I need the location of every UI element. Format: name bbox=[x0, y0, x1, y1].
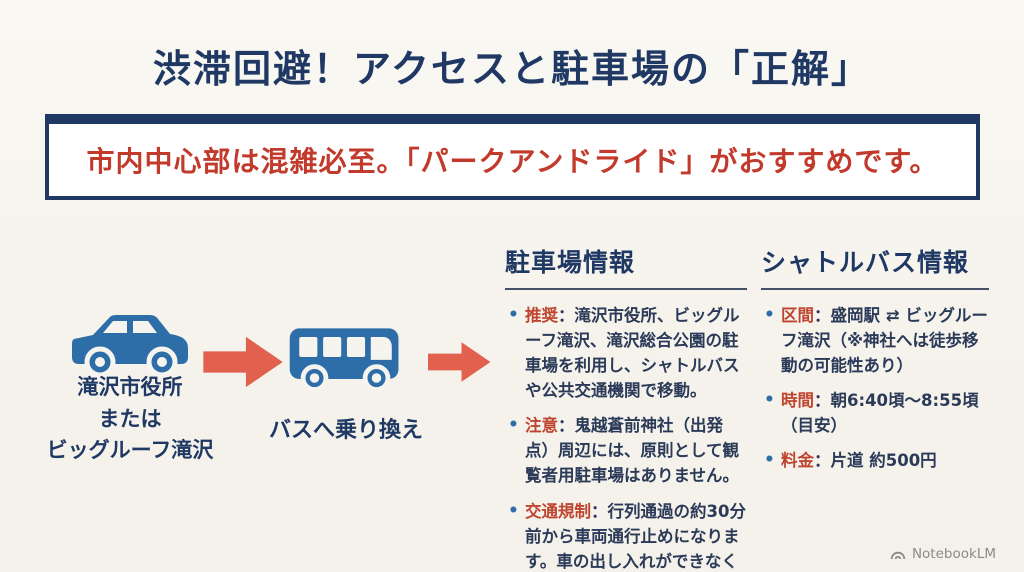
parking-info-list: 推奨：滝沢市役所、ビッグルーフ滝沢、滝沢総合公園の駐車場を利用し、シャトルバスや… bbox=[505, 303, 747, 572]
shuttle-info-section: シャトルバス情報 区間：盛岡駅 ⇄ ビッグルーフ滝沢（※神社へは徒歩移動の可能性… bbox=[761, 243, 989, 483]
park-location-line: または bbox=[98, 406, 162, 431]
notebooklm-label: NotebookLM bbox=[911, 546, 996, 562]
item-text: ：行列通過の約30分前から車両通行止めになります。車の出し入れができなくなるので… bbox=[525, 501, 746, 571]
park-location-line: ビッグルーフ滝沢 bbox=[46, 438, 214, 462]
item-term: 推奨 bbox=[525, 306, 558, 325]
bus-icon bbox=[284, 320, 408, 396]
notebooklm-watermark: NotebookLM bbox=[889, 546, 996, 562]
list-item: 区間：盛岡駅 ⇄ ビッグルーフ滝沢（※神社へは徒歩移動の可能性あり） bbox=[761, 303, 989, 378]
item-term: 交通規制 bbox=[525, 501, 591, 521]
item-text: ：片道 約500円 bbox=[814, 451, 937, 471]
item-term: 区間 bbox=[781, 306, 814, 325]
item-text: ：鬼越蒼前神社（出発点）周辺には、原則として観覧者用駐車場はありません。 bbox=[525, 416, 740, 486]
item-text: ：滝沢市役所、ビッグルーフ滝沢、滝沢総合公園の駐車場を利用し、シャトルバスや公共… bbox=[525, 306, 740, 401]
shuttle-info-list: 区間：盛岡駅 ⇄ ビッグルーフ滝沢（※神社へは徒歩移動の可能性あり） 時間：朝6… bbox=[761, 303, 989, 474]
list-item: 交通規制：行列通過の約30分前から車両通行止めになります。車の出し入れができなく… bbox=[505, 499, 747, 572]
recommendation-banner: 市内中心部は混雑必至。「パークアンドライド」がおすすめです。 bbox=[45, 114, 980, 200]
item-term: 料金 bbox=[781, 451, 814, 471]
arrow-right-icon bbox=[202, 332, 286, 392]
item-term: 注意 bbox=[525, 416, 558, 436]
page-title: 渋滞回避！アクセスと駐車場の「正解」 bbox=[152, 47, 872, 91]
arrow-right-icon bbox=[428, 336, 492, 388]
bus-transfer-label: バスへ乗り換え bbox=[268, 418, 423, 443]
list-item: 注意：鬼越蒼前神社（出発点）周辺には、原則として観覧者用駐車場はありません。 bbox=[505, 413, 747, 488]
parking-info-heading: 駐車場情報 bbox=[505, 243, 747, 290]
banner-text: 市内中心部は混雑必至。「パークアンドライド」がおすすめです。 bbox=[86, 145, 939, 178]
item-term: 時間 bbox=[781, 391, 814, 411]
list-item: 時間：朝6:40頃〜8:55頃（目安） bbox=[761, 388, 989, 438]
list-item: 推奨：滝沢市役所、ビッグルーフ滝沢、滝沢総合公園の駐車場を利用し、シャトルバスや… bbox=[505, 303, 747, 403]
item-text: ：朝6:40頃〜8:55頃（目安） bbox=[781, 391, 979, 436]
notebooklm-logo-icon bbox=[890, 551, 906, 559]
parking-info-section: 駐車場情報 推奨：滝沢市役所、ビッグルーフ滝沢、滝沢総合公園の駐車場を利用し、シ… bbox=[505, 243, 747, 572]
car-icon bbox=[64, 306, 194, 382]
list-item: 料金：片道 約500円 bbox=[761, 448, 989, 474]
park-location-line: 滝沢市役所 bbox=[77, 375, 183, 399]
item-text: ：盛岡駅 ⇄ ビッグルーフ滝沢（※神社へは徒歩移動の可能性あり） bbox=[781, 306, 988, 376]
shuttle-info-heading: シャトルバス情報 bbox=[761, 243, 989, 290]
park-location-label: 滝沢市役所 または ビッグルーフ滝沢 bbox=[12, 372, 248, 467]
